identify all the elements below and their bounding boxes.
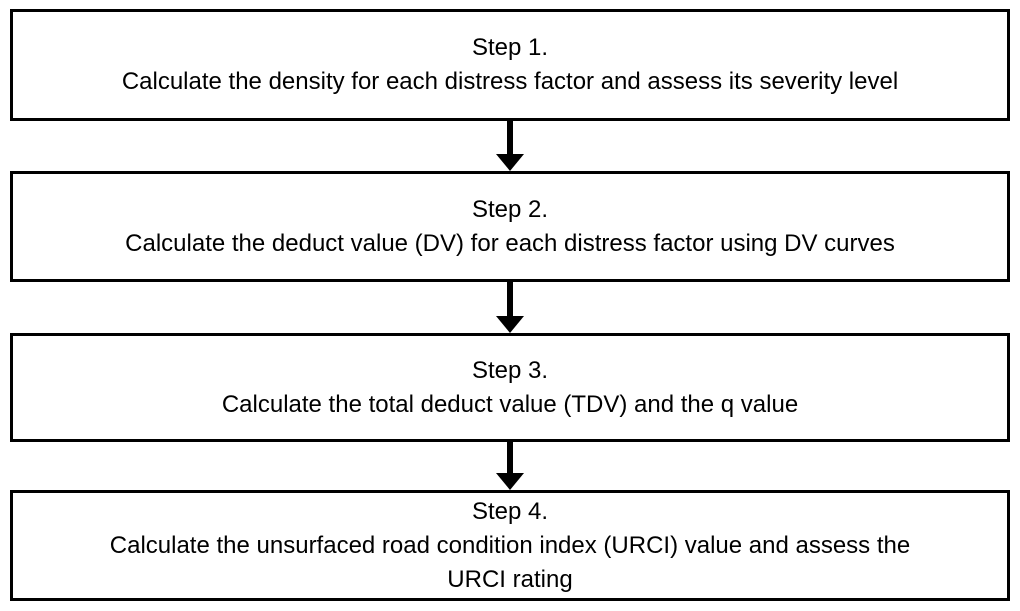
step-2-box: Step 2. Calculate the deduct value (DV) … xyxy=(10,171,1010,282)
step-2-title: Step 2. xyxy=(471,195,549,223)
step-3-description: Calculate the total deduct value (TDV) a… xyxy=(221,390,799,418)
arrow-head xyxy=(496,473,524,490)
step-1-title: Step 1. xyxy=(471,34,549,61)
arrow-head xyxy=(496,316,524,333)
step-3-title: Step 3. xyxy=(471,356,549,384)
step-3-box: Step 3. Calculate the total deduct value… xyxy=(10,333,1010,442)
arrow-stem xyxy=(507,121,513,154)
arrow-stem xyxy=(507,282,513,316)
step-2-description: Calculate the deduct value (DV) for each… xyxy=(125,229,895,257)
step-1-box: Step 1. Calculate the density for each d… xyxy=(10,9,1010,121)
arrow-stem xyxy=(507,442,513,473)
step-4-title: Step 4. xyxy=(471,497,549,525)
arrow-down-icon xyxy=(495,442,525,490)
step-4-box: Step 4. Calculate the unsurfaced road co… xyxy=(10,490,1010,601)
arrow-down-icon xyxy=(495,121,525,171)
arrow-down-icon xyxy=(495,282,525,333)
arrow-head xyxy=(496,154,524,171)
step-4-description: Calculate the unsurfaced road condition … xyxy=(109,531,911,593)
step-1-description: Calculate the density for each distress … xyxy=(121,68,899,95)
